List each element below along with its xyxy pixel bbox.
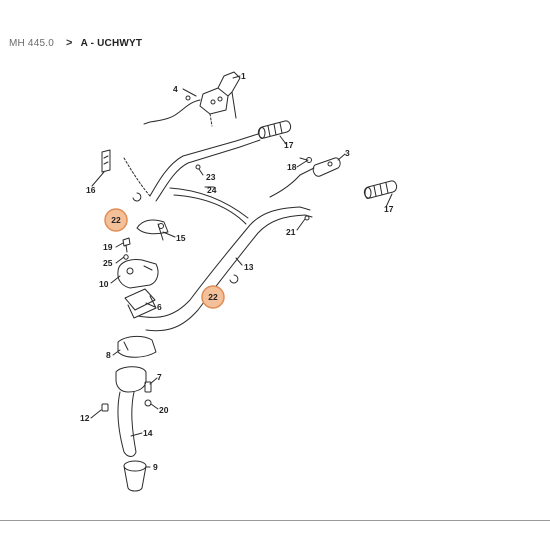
part-label-6[interactable]: 6: [157, 302, 162, 312]
part-label-19[interactable]: 19: [103, 242, 113, 252]
grip-upper-drawing: [257, 120, 292, 139]
part-label-25[interactable]: 25: [103, 258, 113, 268]
throttle-lever-drawing: [269, 157, 341, 198]
clip-ring-lower: [229, 274, 239, 284]
part-label-4[interactable]: 4: [173, 84, 178, 94]
clamp-15-drawing: [136, 219, 169, 241]
breadcrumb-model[interactable]: MH 445.0: [9, 37, 54, 49]
part-label-20[interactable]: 20: [159, 405, 169, 415]
highlight-callout-upper[interactable]: 22: [104, 208, 128, 232]
part-label-17a[interactable]: 17: [284, 140, 294, 150]
part-label-14[interactable]: 14: [143, 428, 153, 438]
part-label-21[interactable]: 21: [286, 227, 296, 237]
nut-12-drawing: [101, 403, 109, 412]
part-label-13[interactable]: 13: [244, 262, 254, 272]
part-label-22a[interactable]: 22: [111, 215, 121, 225]
fastener-23-drawing: [195, 164, 201, 170]
fastener-21-drawing: [304, 215, 310, 221]
mount-8-drawing: [117, 335, 157, 358]
part-label-23[interactable]: 23: [206, 172, 216, 182]
clip-ring-upper: [132, 192, 142, 202]
sleeve-9-drawing: [123, 460, 147, 492]
part-label-7[interactable]: 7: [157, 372, 162, 382]
bracket-16-drawing: [101, 149, 111, 173]
part-label-17b[interactable]: 17: [384, 204, 394, 214]
part-label-1[interactable]: 1: [241, 71, 246, 81]
part-label-22b[interactable]: 22: [208, 292, 218, 302]
hub-10-drawing: [117, 259, 159, 289]
cable-drawing: [143, 95, 201, 125]
handle-bar-drawing: [123, 133, 313, 332]
bracket-6-drawing: [124, 288, 157, 319]
part-label-12[interactable]: 12: [80, 413, 90, 423]
part-label-3[interactable]: 3: [345, 148, 350, 158]
nut-20-drawing: [144, 399, 152, 407]
part-label-24[interactable]: 24: [207, 185, 217, 195]
breadcrumb: MH 445.0 > A - UCHWYT: [9, 37, 142, 49]
part-labels: 1 3 4 6 7 8 9 10 12 13 14 15 16 17 17 18…: [80, 71, 394, 472]
engine-bracket-drawing: [199, 71, 241, 127]
part-label-18[interactable]: 18: [287, 162, 297, 172]
grip-lower-drawing: [363, 180, 398, 199]
part-label-9[interactable]: 9: [153, 462, 158, 472]
bolt-7-drawing: [144, 381, 152, 393]
chevron-right-icon: >: [65, 37, 73, 49]
breadcrumb-section: A - UCHWYT: [80, 37, 143, 49]
part-label-8[interactable]: 8: [106, 350, 111, 360]
screw-19-drawing: [122, 237, 131, 260]
part-label-16[interactable]: 16: [86, 185, 96, 195]
part-label-10[interactable]: 10: [99, 279, 109, 289]
lower-tube-drawing: [115, 366, 147, 457]
bottom-divider: [0, 520, 550, 521]
highlight-callout-lower[interactable]: 22: [201, 285, 225, 309]
part-label-15[interactable]: 15: [176, 233, 186, 243]
